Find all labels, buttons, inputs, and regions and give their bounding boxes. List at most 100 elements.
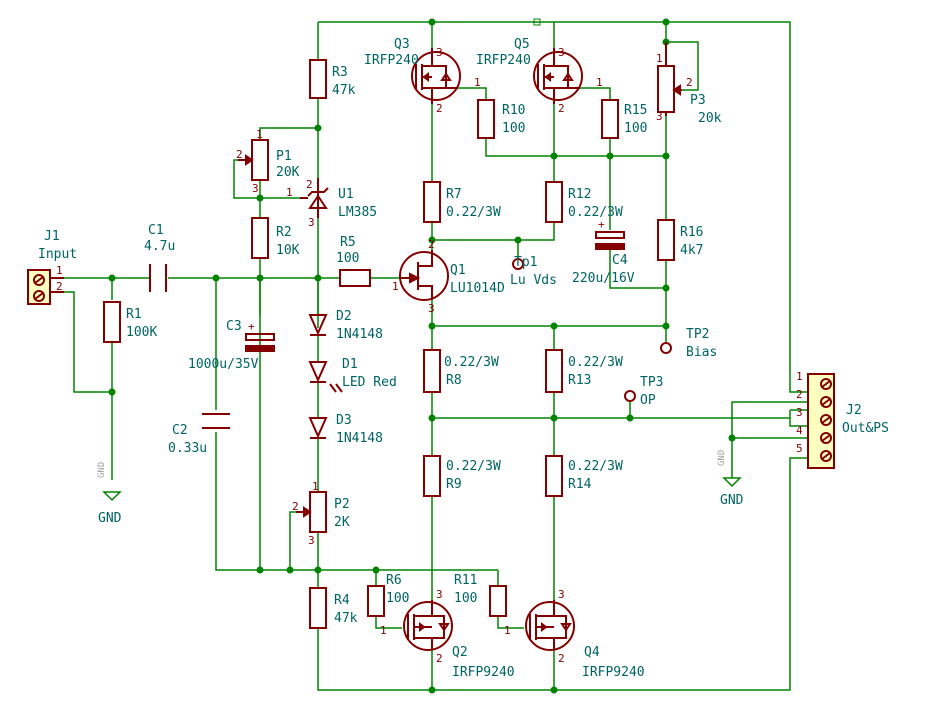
- svg-text:1: 1: [474, 76, 481, 89]
- r6-ref: R6: [386, 573, 402, 588]
- r3-value: 47k: [332, 83, 356, 98]
- svg-text:3: 3: [308, 216, 315, 229]
- q4-ref: Q4: [584, 645, 600, 660]
- svg-text:GND: GND: [97, 462, 107, 478]
- d1-value: LED Red: [342, 375, 397, 390]
- junction: [256, 274, 264, 282]
- d2-value: 1N4148: [336, 327, 383, 342]
- tp2-ref: TP2: [686, 327, 709, 342]
- q3-value: IRFP240: [364, 53, 419, 68]
- svg-text:+: +: [248, 320, 255, 333]
- r5-ref: R5: [340, 235, 356, 250]
- resistor-r12: R12 0.22/3W: [545, 181, 623, 223]
- r15-ref: R15: [624, 103, 647, 118]
- testpoint-tp3: TP3 OP: [624, 375, 663, 408]
- r13-value: 0.22/3W: [568, 355, 623, 370]
- mosfet-q2: 3 2 1 Q2 IRFP9240: [380, 588, 515, 680]
- svg-text:1: 1: [380, 624, 387, 637]
- capacitor-c1: C1 4.7u: [144, 223, 175, 292]
- p3-value: 20k: [698, 111, 722, 126]
- tp1-ref: Tp1: [514, 255, 537, 270]
- svg-text:1: 1: [286, 186, 293, 199]
- r2-ref: R2: [276, 225, 292, 240]
- svg-text:4: 4: [796, 424, 803, 437]
- svg-text:2: 2: [796, 388, 803, 401]
- junction: [662, 284, 670, 292]
- resistor-r9: 0.22/3W R9: [423, 455, 501, 497]
- r11-ref: R11: [454, 573, 477, 588]
- q4-value: IRFP9240: [582, 665, 645, 680]
- r7-ref: R7: [446, 187, 462, 202]
- r15-value: 100: [624, 121, 647, 136]
- q1-value: LU1014D: [450, 281, 505, 296]
- c2-value: 0.33u: [168, 441, 207, 456]
- svg-text:2: 2: [558, 102, 565, 115]
- svg-text:1: 1: [504, 624, 511, 637]
- r9-ref: R9: [446, 477, 462, 492]
- svg-text:3: 3: [558, 46, 565, 59]
- j2-ref: J2: [846, 403, 862, 418]
- q5-value: IRFP240: [476, 53, 531, 68]
- voltage-reference-u1: 1 2 3 U1 LM385: [286, 178, 377, 229]
- junction: [428, 18, 436, 26]
- jfet-q1: 1 2 3 Q1 LU1014D: [392, 238, 505, 315]
- junction: [550, 414, 558, 422]
- potentiometer-p3: 1 2 3 P3 20k: [656, 42, 722, 126]
- svg-text:3: 3: [436, 588, 443, 601]
- svg-text:2: 2: [558, 652, 565, 665]
- wires: [64, 21, 808, 691]
- junction: [286, 566, 294, 574]
- svg-text:1: 1: [596, 76, 603, 89]
- tp3-ref: TP3: [640, 375, 663, 390]
- d3-value: 1N4148: [336, 431, 383, 446]
- c4-ref: C4: [612, 253, 628, 268]
- p1-value: 20K: [276, 165, 300, 180]
- r12-value: 0.22/3W: [568, 205, 623, 220]
- led-d1: D1 LED Red: [308, 357, 397, 393]
- tp2-value: Bias: [686, 345, 717, 360]
- resistor-r2: R2 10K: [251, 217, 300, 259]
- r1-value: 100K: [126, 325, 157, 340]
- svg-text:2: 2: [686, 76, 693, 89]
- c3-ref: C3: [226, 319, 242, 334]
- junction: [314, 274, 322, 282]
- capacitor-c4: + C4 220u/16V: [572, 218, 635, 286]
- junction: [606, 152, 614, 160]
- gnd-symbol-2: GND GND: [717, 450, 744, 508]
- resistor-r5: R5 100: [336, 235, 371, 287]
- junction: [626, 414, 634, 422]
- diode-d3: D3 1N4148: [308, 413, 383, 446]
- resistor-r16: R16 4k7: [657, 219, 703, 261]
- svg-text:2: 2: [292, 500, 299, 513]
- mosfet-q3: 3 2 1 Q3 IRFP240: [364, 37, 481, 115]
- svg-text:+: +: [598, 218, 605, 231]
- resistor-r13: 0.22/3W R13: [545, 349, 623, 393]
- r4-value: 47k: [334, 611, 358, 626]
- r3-ref: R3: [332, 65, 348, 80]
- connector-j2: 1 2 3 4 5 J2 Out&PS: [796, 370, 889, 469]
- diode-d2: D2 1N4148: [308, 309, 383, 342]
- svg-text:3: 3: [558, 588, 565, 601]
- q1-ref: Q1: [450, 263, 466, 278]
- junction: [428, 322, 436, 330]
- r9-value: 0.22/3W: [446, 459, 501, 474]
- junction: [256, 566, 264, 574]
- c2-ref: C2: [172, 423, 188, 438]
- j2-value: Out&PS: [842, 421, 889, 436]
- svg-text:2: 2: [236, 148, 243, 161]
- mosfet-q5: 3 2 1 Q5 IRFP240: [476, 37, 603, 115]
- r4-ref: R4: [334, 593, 350, 608]
- junction: [256, 194, 264, 202]
- r11-value: 100: [454, 591, 477, 606]
- q2-ref: Q2: [452, 645, 468, 660]
- svg-text:3: 3: [252, 182, 259, 195]
- svg-text:3: 3: [308, 534, 315, 547]
- r12-ref: R12: [568, 187, 591, 202]
- junction: [428, 686, 436, 694]
- resistor-r10: R10 100: [477, 99, 525, 139]
- svg-text:1: 1: [392, 280, 399, 293]
- c1-ref: C1: [148, 223, 164, 238]
- resistor-r15: R15 100: [601, 99, 647, 139]
- mosfet-q4: 3 2 1 Q4 IRFP9240: [504, 588, 645, 680]
